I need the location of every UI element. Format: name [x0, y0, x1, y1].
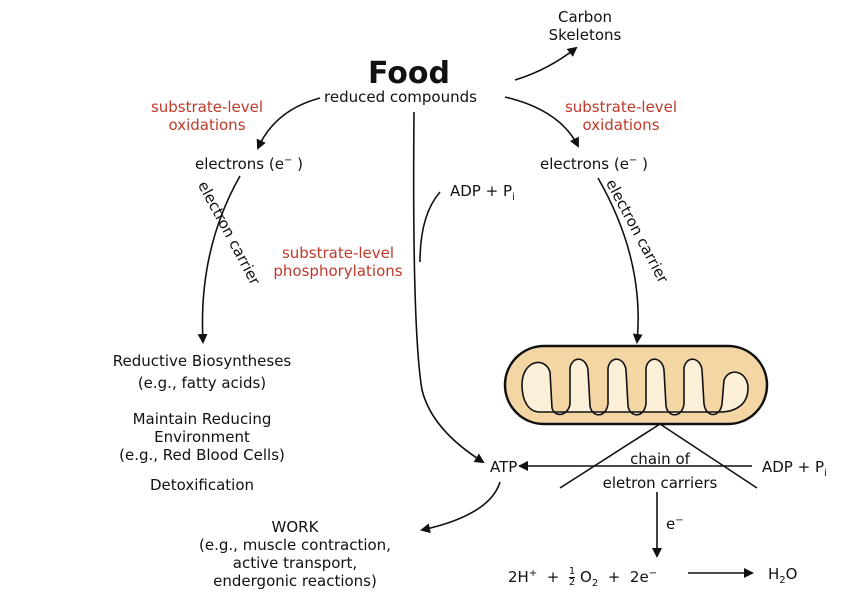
work-block: WORK (e.g., muscle contraction, active t…: [165, 518, 425, 590]
eq-o-sub: 2: [591, 578, 599, 589]
arrow-to-left-electrons: [256, 97, 321, 150]
eq-half: 1 2: [568, 566, 576, 588]
chain-line-2: eletron carriers: [602, 474, 718, 492]
arrow-atp-to-work: [420, 481, 501, 534]
eq-plus-1: +: [546, 568, 560, 586]
reductive-biosyntheses: Reductive Biosyntheses (e.g., fatty acid…: [92, 352, 312, 392]
left-electrons-label: electrons (e− ): [195, 155, 303, 173]
right-adp-pi: ADP + Pi: [762, 458, 827, 483]
right-adp-pi-sub: i: [824, 468, 827, 479]
equation: 2H+ + 1 2 O2 + 2e−: [508, 566, 658, 590]
chain-line-right: [659, 423, 758, 489]
eq-plus-2: +: [607, 568, 621, 586]
middle-adp-pi-sub: i: [512, 192, 515, 203]
middle-adp-pi-text: ADP + P: [450, 182, 513, 200]
carbon-skeletons-line-1: Carbon: [557, 8, 613, 26]
middle-adp-pi: ADP + Pi: [450, 182, 515, 207]
left-oxidations-line-2: oxidations: [168, 116, 246, 134]
phosphorylations-line-2: phosphorylations: [273, 262, 403, 280]
phosphorylations-label: substrate-level phosphorylations: [258, 244, 418, 280]
eq-o-end: O: [785, 565, 798, 583]
chain-line-1: chain of: [630, 450, 690, 468]
eq-o: O: [580, 568, 592, 586]
work-line-1: (e.g., muscle contraction,: [199, 536, 391, 554]
right-electrons-text: electrons (e: [540, 155, 629, 173]
arrow-food-to-atp: [412, 111, 485, 464]
work-line-2: active transport,: [232, 554, 358, 572]
right-oxidations-label: substrate-level oxidations: [546, 98, 696, 134]
reductive-line-1: Reductive Biosyntheses: [112, 352, 292, 370]
food-title: Food: [368, 56, 450, 91]
mitochondrion-icon: [503, 344, 769, 426]
maintain-line-3: (e.g., Red Blood Cells): [119, 446, 285, 464]
right-oxidations-line-1: substrate-level: [564, 98, 678, 116]
phosphorylations-line-1: substrate-level: [281, 244, 395, 262]
maintain-line-1: Maintain Reducing: [132, 410, 272, 428]
food-subtitle: reduced compounds: [324, 88, 477, 106]
eq-half-num: 1: [568, 566, 576, 578]
detoxification-label: Detoxification: [149, 476, 255, 494]
arrow-to-carbon-skeletons: [514, 46, 578, 81]
right-oxidations-line-2: oxidations: [582, 116, 660, 134]
line-adp-pi-join: [419, 191, 441, 263]
e-minus-label: e−: [666, 515, 684, 533]
work-line-3: endergonic reactions): [213, 572, 377, 590]
chain-of-carriers-label: chain of eletron carriers: [590, 450, 730, 492]
eq-2e: 2e: [629, 568, 649, 586]
maintain-line-2: Environment: [154, 428, 250, 446]
arrow-to-right-electrons: [504, 96, 579, 148]
eq-h-sub: 2: [779, 575, 786, 586]
work-title: WORK: [271, 518, 319, 536]
water-product: H2O: [768, 565, 797, 590]
left-electrons-text: electrons (e: [195, 155, 284, 173]
left-electrons-close: ): [292, 155, 303, 173]
left-oxidations-line-1: substrate-level: [150, 98, 264, 116]
carbon-skeletons-line-2: Skeletons: [548, 26, 622, 44]
eq-half-den: 2: [568, 577, 576, 588]
arrow-right-electron-carrier: [597, 177, 643, 344]
atp-label: ATP: [490, 458, 518, 476]
carbon-skeletons-label: Carbon Skeletons: [540, 8, 630, 44]
arrow-left-electron-carrier: [197, 175, 241, 344]
left-oxidations-label: substrate-level oxidations: [132, 98, 282, 134]
maintain-reducing-environment: Maintain Reducing Environment (e.g., Red…: [92, 410, 312, 464]
right-adp-pi-text: ADP + P: [762, 458, 825, 476]
right-electrons-label: electrons (e− ): [540, 155, 648, 173]
right-electrons-close: ): [637, 155, 648, 173]
eq-h: H: [768, 565, 780, 583]
reductive-line-2: (e.g., fatty acids): [137, 374, 267, 392]
e-minus-text: e: [666, 515, 676, 533]
chain-line-left: [559, 423, 661, 489]
eq-2h: 2H: [508, 568, 529, 586]
